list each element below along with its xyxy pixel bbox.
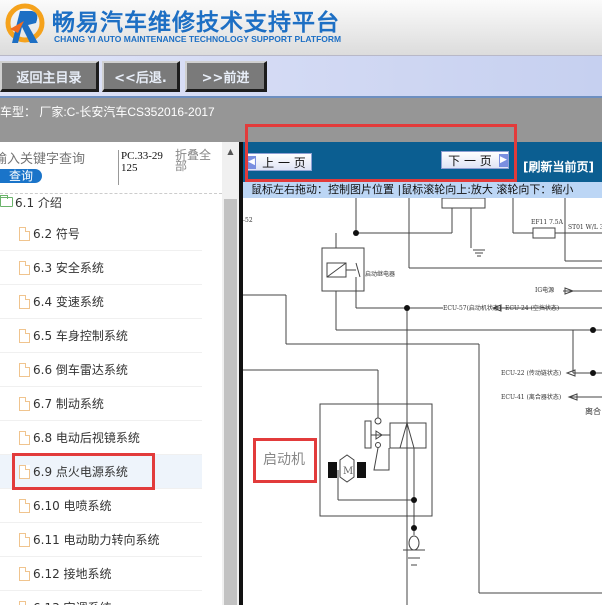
refresh-page-link[interactable]: [刷新当前页] bbox=[523, 160, 594, 174]
list-item[interactable]: 6.12 接地系统 bbox=[0, 557, 202, 591]
pc-code: PC.33-29125 bbox=[118, 150, 168, 185]
file-icon bbox=[19, 328, 30, 343]
sidebar: 查询 PC.33-29125 折叠全部 6.1 介绍 6.2 符号 6.3 安全… bbox=[0, 142, 222, 605]
list-item[interactable]: 6.4 变速系统 bbox=[0, 285, 202, 319]
arrow-right-icon: ▶ bbox=[499, 154, 508, 167]
file-icon bbox=[19, 566, 30, 581]
list-item[interactable]: 6.13 空调系统 bbox=[0, 591, 202, 605]
file-icon bbox=[19, 396, 30, 411]
file-icon bbox=[19, 362, 30, 377]
prev-page-button[interactable]: ◀ 上 一 页 bbox=[246, 153, 312, 171]
diagram-viewer: ◀ 上 一 页 下 一 页 ▶ [刷新当前页] 鼠标左右拖动：控制图片位置 |鼠… bbox=[243, 142, 602, 605]
model-bar: 车型： 厂家:C-长安汽车CS352016-2017 bbox=[0, 98, 602, 142]
list-item-label: 6.12 接地系统 bbox=[33, 567, 112, 581]
arrow-left-icon: ◀ bbox=[247, 156, 256, 169]
file-icon bbox=[19, 430, 30, 445]
next-page-button[interactable]: 下 一 页 ▶ bbox=[441, 151, 509, 169]
list-item[interactable]: 6.10 电喷系统 bbox=[0, 489, 202, 523]
list-item-label: 6.9 点火电源系统 bbox=[33, 465, 128, 479]
file-icon bbox=[19, 260, 30, 275]
file-icon bbox=[19, 464, 30, 479]
file-icon bbox=[19, 498, 30, 513]
logo-icon bbox=[5, 3, 45, 43]
file-icon bbox=[19, 226, 30, 241]
file-icon bbox=[19, 600, 30, 605]
file-icon bbox=[19, 294, 30, 309]
list-item-active[interactable]: 6.9 点火电源系统 bbox=[0, 455, 202, 489]
list-item-label: 6.6 倒车雷达系统 bbox=[33, 363, 128, 377]
collapse-all-link[interactable]: 折叠全部 bbox=[175, 148, 212, 173]
list-item-label: 6.13 空调系统 bbox=[33, 599, 112, 605]
wiring-diagram[interactable]: M 启动继电器 EF11 7.5A ST01 W/L 3 IG电源 ECU-57… bbox=[243, 198, 602, 605]
pane-divider[interactable] bbox=[239, 142, 243, 605]
list-item-label: 6.7 制动系统 bbox=[33, 397, 104, 411]
tree-root[interactable]: 6.1 介绍 bbox=[0, 192, 62, 212]
list-item[interactable]: 6.11 电动助力转向系统 bbox=[0, 523, 202, 557]
prev-page-label: 上 一 页 bbox=[262, 155, 306, 170]
tree-root-label: 6.1 介绍 bbox=[15, 195, 62, 210]
hint-bar: 鼠标左右拖动：控制图片位置 |鼠标滚轮向上:放大 滚轮向下：缩小 bbox=[243, 182, 602, 198]
header: 畅易汽车维修技术支持平台 CHANG YI AUTO MAINTENANCE T… bbox=[0, 0, 602, 56]
list-item-label: 6.8 电动后视镜系统 bbox=[33, 431, 140, 445]
fuse-label: EF11 7.5A bbox=[531, 219, 564, 226]
search-input[interactable] bbox=[0, 149, 114, 169]
scrollbar-thumb[interactable] bbox=[224, 199, 237, 605]
ig-label: IG电源 bbox=[535, 286, 554, 294]
list-item-label: 6.10 电喷系统 bbox=[33, 499, 112, 513]
scroll-up-icon[interactable]: ▲ bbox=[227, 147, 234, 156]
next-page-label: 下 一 页 bbox=[448, 153, 492, 168]
site-title: 畅易汽车维修技术支持平台 bbox=[52, 10, 340, 36]
vehicle-model: 车型： 厂家:C-长安汽车CS352016-2017 bbox=[0, 105, 215, 119]
list-item[interactable]: 6.7 制动系统 bbox=[0, 387, 202, 421]
clutch-label: 离合 bbox=[585, 406, 601, 416]
site-subtitle: CHANG YI AUTO MAINTENANCE TECHNOLOGY SUP… bbox=[54, 34, 342, 44]
search-row: 查询 PC.33-29125 折叠全部 bbox=[0, 142, 222, 194]
list-item[interactable]: 6.3 安全系统 bbox=[0, 251, 202, 285]
list-item-label: 6.11 电动助力转向系统 bbox=[33, 533, 160, 547]
list-item-label: 6.2 符号 bbox=[33, 227, 80, 241]
list-item-label: 6.4 变速系统 bbox=[33, 295, 104, 309]
viewer-toolbar: ◀ 上 一 页 下 一 页 ▶ [刷新当前页] bbox=[243, 142, 602, 182]
folder-icon bbox=[0, 195, 13, 207]
list-item-label: 6.3 安全系统 bbox=[33, 261, 104, 275]
list-item-label: 6.5 车身控制系统 bbox=[33, 329, 128, 343]
file-icon bbox=[19, 532, 30, 547]
ecu24-label: ECU-24 (空挡状态) bbox=[505, 304, 559, 312]
edge-label: -52 bbox=[243, 217, 253, 224]
ecu41-label: ECU-41 (离合器状态) bbox=[501, 393, 561, 401]
list-item[interactable]: 6.6 倒车雷达系统 bbox=[0, 353, 202, 387]
ecu57-label: ECU-57(启动机状态) bbox=[443, 304, 501, 312]
list-item[interactable]: 6.2 符号 bbox=[0, 217, 202, 251]
ecu22-label: ECU-22 (传动链状态) bbox=[501, 369, 561, 377]
relay-label: 启动继电器 bbox=[365, 270, 395, 278]
search-button[interactable]: 查询 bbox=[0, 169, 42, 183]
forward-button[interactable]: >>前进 bbox=[185, 61, 267, 92]
list-item[interactable]: 6.5 车身控制系统 bbox=[0, 319, 202, 353]
list-item[interactable]: 6.8 电动后视镜系统 bbox=[0, 421, 202, 455]
starter-label: 启动机 bbox=[263, 452, 305, 468]
home-button[interactable]: 返回主目录 bbox=[0, 61, 99, 92]
nav-toolbar: 返回主目录 <<后退. >>前进 bbox=[0, 56, 602, 98]
back-button[interactable]: <<后退. bbox=[102, 61, 180, 92]
section-list: 6.2 符号 6.3 安全系统 6.4 变速系统 6.5 车身控制系统 6.6 … bbox=[0, 217, 202, 605]
motor-label: M bbox=[343, 466, 353, 477]
sidebar-scrollbar[interactable]: ▲ bbox=[222, 142, 239, 605]
st01-label: ST01 W/L 3 bbox=[568, 224, 602, 231]
